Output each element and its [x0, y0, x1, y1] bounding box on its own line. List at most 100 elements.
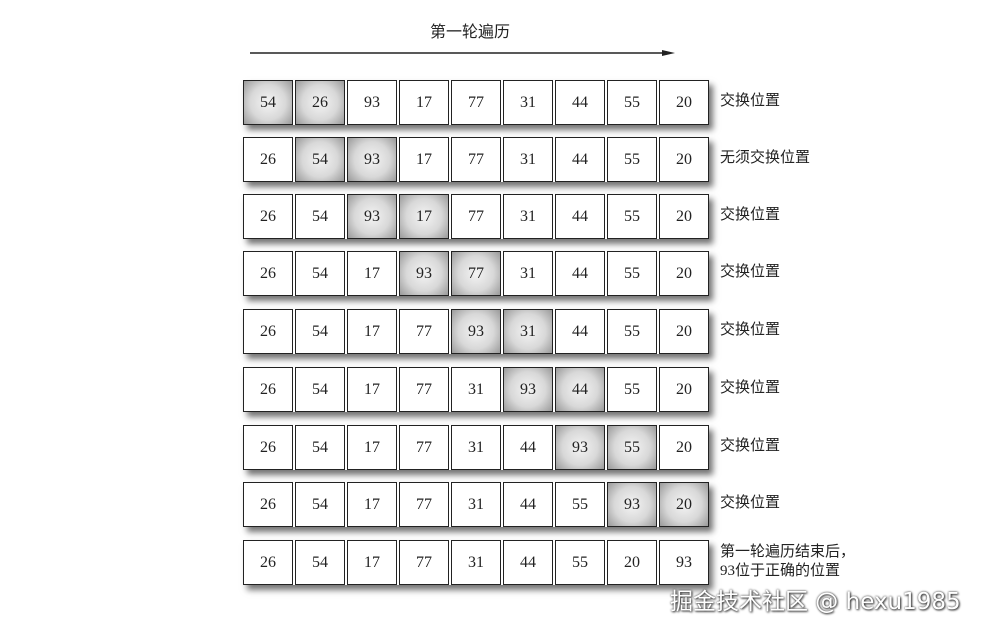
array-cell: 54	[243, 80, 293, 125]
step-label: 交换位置	[720, 321, 780, 340]
array-cell: 77	[399, 540, 449, 585]
step-label-line: 无须交换位置	[720, 150, 811, 166]
step-label: 交换位置	[720, 494, 780, 513]
array-cell: 93	[503, 367, 553, 412]
array-cell: 54	[295, 309, 345, 354]
array-cell: 26	[243, 137, 293, 182]
array-cell: 17	[347, 367, 397, 412]
step-label-line: 第一轮遍历结束后，	[720, 544, 856, 560]
array-cell: 17	[399, 80, 449, 125]
array-cell: 77	[451, 80, 501, 125]
array-cell: 77	[399, 367, 449, 412]
array-cell: 20	[659, 251, 709, 296]
array-cell: 26	[243, 482, 293, 527]
array-cell: 55	[555, 482, 605, 527]
array-cell: 31	[451, 540, 501, 585]
step-label-line: 93位于正确的位置	[720, 563, 841, 579]
array-cell: 54	[295, 540, 345, 585]
array-cell: 31	[451, 425, 501, 470]
array-cell: 17	[347, 309, 397, 354]
array-cell: 44	[503, 540, 553, 585]
array-cell: 55	[607, 194, 657, 239]
array-cell: 20	[659, 367, 709, 412]
array-cell: 54	[295, 251, 345, 296]
array-cell: 77	[451, 194, 501, 239]
array-cell: 93	[659, 540, 709, 585]
array-cell: 20	[659, 80, 709, 125]
array-cell: 17	[347, 482, 397, 527]
array-cell: 20	[659, 194, 709, 239]
array-cell: 93	[347, 137, 397, 182]
array-cell: 54	[295, 482, 345, 527]
step-label: 交换位置	[720, 206, 780, 225]
step-label-line: 交换位置	[720, 207, 781, 223]
step-label-line: 交换位置	[720, 322, 781, 338]
array-cell: 54	[295, 194, 345, 239]
array-cell: 31	[451, 367, 501, 412]
array-cell: 93	[451, 309, 501, 354]
array-cell: 93	[347, 194, 397, 239]
array-cell: 31	[503, 137, 553, 182]
array-cell: 26	[243, 425, 293, 470]
array-cell: 26	[295, 80, 345, 125]
array-cell: 31	[451, 482, 501, 527]
array-cell: 77	[451, 251, 501, 296]
step-label-line: 交换位置	[720, 380, 781, 396]
array-cell: 55	[607, 80, 657, 125]
step-label-line: 交换位置	[720, 438, 781, 454]
array-cell: 17	[347, 251, 397, 296]
array-cell: 93	[607, 482, 657, 527]
array-cell: 44	[555, 194, 605, 239]
direction-arrow	[250, 50, 675, 56]
array-cell: 93	[555, 425, 605, 470]
array-cell: 17	[399, 194, 449, 239]
step-label-line: 交换位置	[720, 264, 781, 280]
step-label: 交换位置	[720, 263, 780, 282]
array-cell: 93	[347, 80, 397, 125]
array-cell: 26	[243, 251, 293, 296]
array-cell: 55	[607, 251, 657, 296]
array-cell: 20	[659, 425, 709, 470]
array-cell: 77	[399, 482, 449, 527]
array-cell: 93	[399, 251, 449, 296]
array-cell: 44	[503, 425, 553, 470]
step-label: 第一轮遍历结束后， 93位于正确的位置	[720, 543, 855, 581]
step-label-line: 交换位置	[720, 495, 781, 511]
array-cell: 44	[555, 251, 605, 296]
array-cell: 44	[503, 482, 553, 527]
array-cell: 44	[555, 80, 605, 125]
array-cell: 17	[347, 425, 397, 470]
array-cell: 26	[243, 309, 293, 354]
array-cell: 26	[243, 194, 293, 239]
array-cell: 54	[295, 425, 345, 470]
array-cell: 55	[555, 540, 605, 585]
array-cell: 44	[555, 367, 605, 412]
array-cell: 20	[659, 309, 709, 354]
array-cell: 55	[607, 137, 657, 182]
array-cell: 31	[503, 251, 553, 296]
array-cell: 31	[503, 80, 553, 125]
array-cell: 26	[243, 540, 293, 585]
array-cell: 26	[243, 367, 293, 412]
array-cell: 20	[659, 482, 709, 527]
watermark: 掘金技术社区 @ hexu1985	[670, 589, 961, 615]
step-label: 交换位置	[720, 437, 780, 456]
array-cell: 54	[295, 137, 345, 182]
array-cell: 17	[347, 540, 397, 585]
array-cell: 31	[503, 309, 553, 354]
array-cell: 20	[607, 540, 657, 585]
diagram-title: 第一轮遍历	[429, 24, 510, 41]
step-label: 交换位置	[720, 92, 780, 111]
array-cell: 17	[399, 137, 449, 182]
array-cell: 54	[295, 367, 345, 412]
array-cell: 44	[555, 137, 605, 182]
